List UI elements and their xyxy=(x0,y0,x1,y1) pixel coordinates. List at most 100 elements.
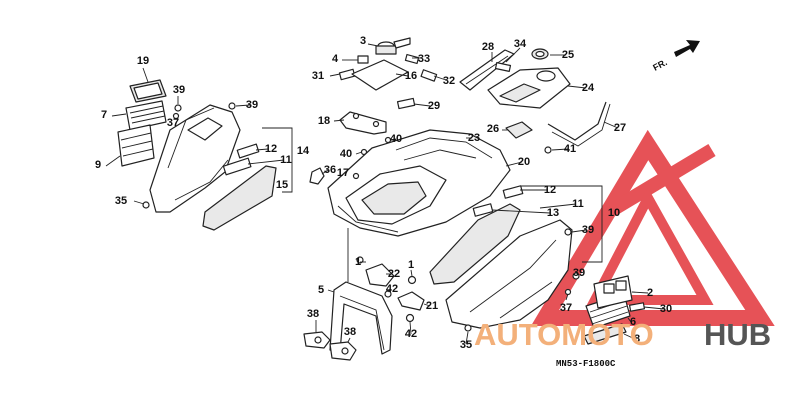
nut-37-right xyxy=(564,288,572,296)
frame-part-9 xyxy=(117,124,155,167)
callout-c1a: 1 xyxy=(355,256,361,268)
nut-1-right xyxy=(407,275,417,285)
callout-c12b: 12 xyxy=(544,184,556,196)
watermark-text-part1: AUTOMOTO xyxy=(474,317,654,352)
callout-c41: 41 xyxy=(564,143,576,155)
callout-c31: 31 xyxy=(312,70,324,82)
watermark-text: AUTOMOTO HUB xyxy=(474,317,771,352)
screw-35-right xyxy=(464,324,472,332)
pad-part-29 xyxy=(396,97,416,110)
lower-bracket-group xyxy=(303,263,425,361)
callout-c40a: 40 xyxy=(390,133,402,145)
callout-c11a: 11 xyxy=(280,154,292,166)
callout-c12a: 12 xyxy=(265,143,277,155)
callout-c4: 4 xyxy=(332,53,339,65)
callout-c10: 10 xyxy=(608,207,620,219)
lid-part-8 xyxy=(583,323,627,345)
callout-c6: 6 xyxy=(630,316,636,328)
callout-c38b: 38 xyxy=(344,326,356,338)
callout-c5: 5 xyxy=(318,284,324,296)
knob-part-26 xyxy=(505,121,533,139)
callout-c20: 20 xyxy=(518,156,530,168)
callout-c33: 33 xyxy=(418,53,430,65)
callout-c39d: 39 xyxy=(573,267,585,279)
callout-c36: 36 xyxy=(324,164,336,176)
callout-c39a: 39 xyxy=(173,84,185,96)
pad-part-12 xyxy=(236,143,260,159)
callout-c15: 15 xyxy=(276,179,288,191)
callout-c39c: 39 xyxy=(582,224,594,236)
bracket-part-18 xyxy=(339,111,387,135)
watermark-text-part2: HUB xyxy=(704,317,771,352)
left-side-cover-panel xyxy=(149,104,241,213)
callout-c21: 21 xyxy=(426,300,438,312)
left-side-cover-group xyxy=(117,79,277,231)
pad-part-32 xyxy=(420,69,438,82)
callout-c16: 16 xyxy=(405,70,417,82)
bolt-39-upper-left xyxy=(174,104,182,112)
bracket-part-27 xyxy=(547,101,607,141)
callout-c2: 2 xyxy=(647,287,653,299)
pad-part-11 xyxy=(222,157,252,176)
pocket-part-7 xyxy=(125,100,167,131)
callout-c1b: 1 xyxy=(408,259,414,271)
callout-c29: 29 xyxy=(428,100,440,112)
diagram-code: MN53-F1800C xyxy=(556,359,616,369)
top-lid-group xyxy=(338,37,438,110)
pad-part-34 xyxy=(494,62,512,72)
main-console-group xyxy=(309,129,511,285)
leader-lines xyxy=(105,43,665,345)
side-pad-part-10 xyxy=(429,203,521,285)
callout-c35b: 35 xyxy=(460,339,472,351)
top-right-cover-group xyxy=(457,48,611,154)
bracket-18-group xyxy=(339,111,392,156)
lid-part-16 xyxy=(351,59,409,91)
callout-c7: 7 xyxy=(101,109,107,121)
callout-c37a: 37 xyxy=(167,117,179,129)
bracket-part-21 xyxy=(397,291,425,311)
callout-c19: 19 xyxy=(137,55,149,67)
pad-part-12-right xyxy=(502,185,524,199)
callout-c24: 24 xyxy=(582,82,595,94)
right-side-cover-panel xyxy=(445,219,573,329)
bolt-17 xyxy=(352,172,360,180)
clip-part-4 xyxy=(357,55,369,64)
callout-c11b: 11 xyxy=(572,198,584,210)
direction-label: FR. xyxy=(651,57,668,73)
callout-c27: 27 xyxy=(614,122,626,134)
callout-c8: 8 xyxy=(634,333,640,345)
callout-c3: 3 xyxy=(360,35,366,47)
lock-body xyxy=(375,45,397,55)
clip-part-22 xyxy=(365,263,395,287)
callout-c37b: 37 xyxy=(560,302,572,314)
callout-c23: 23 xyxy=(468,132,480,144)
nut-1-left xyxy=(356,256,364,264)
callout-c14: 14 xyxy=(297,145,310,157)
side-pad-part-15 xyxy=(202,165,277,231)
pad-part-13 xyxy=(472,203,494,217)
bolt-39-left-top xyxy=(228,102,236,110)
callout-c13: 13 xyxy=(547,207,559,219)
nut-37-left xyxy=(172,112,180,120)
callout-c40b: 40 xyxy=(340,148,352,160)
callout-c42a: 42 xyxy=(386,283,398,295)
callout-c22: 22 xyxy=(388,268,400,280)
right-side-cover-group xyxy=(429,185,646,345)
screw-part-36 xyxy=(309,167,325,185)
callout-c28: 28 xyxy=(482,41,494,53)
callout-c17: 17 xyxy=(337,167,349,179)
bolt-41 xyxy=(544,146,552,154)
callout-c42b: 42 xyxy=(405,328,417,340)
pad-part-33 xyxy=(404,53,420,65)
watermark-logo xyxy=(530,129,775,326)
callout-c18: 18 xyxy=(318,115,330,127)
bolt-39-lower-right xyxy=(572,272,580,280)
bolt-42-upper xyxy=(384,290,392,298)
bolt-39-right xyxy=(564,228,572,236)
callout-c9: 9 xyxy=(95,159,101,171)
callout-c39b: 39 xyxy=(246,99,258,111)
callout-c38a: 38 xyxy=(307,308,319,320)
pad-part-30 xyxy=(628,302,646,312)
callout-c26: 26 xyxy=(487,123,499,135)
